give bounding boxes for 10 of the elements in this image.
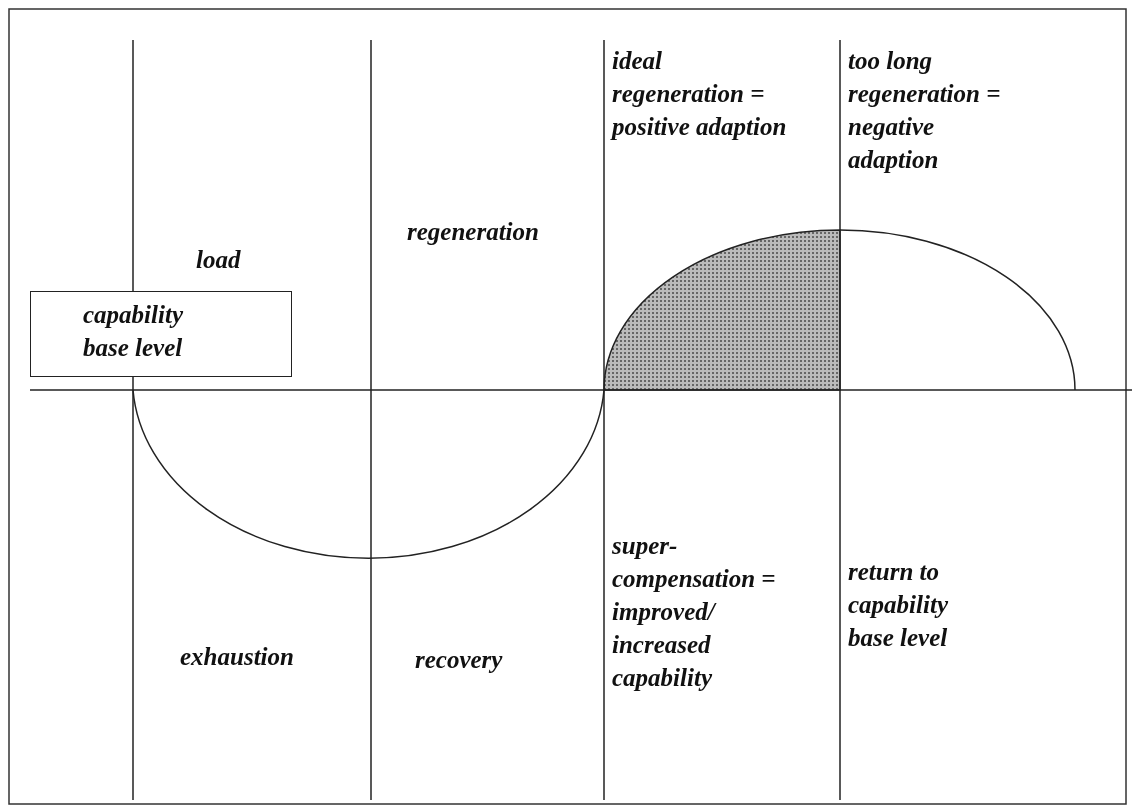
section-label: load bbox=[196, 245, 242, 275]
label-box bbox=[30, 291, 292, 377]
section-label: regeneration bbox=[407, 217, 540, 247]
section-label: return to capability base level bbox=[848, 557, 949, 653]
section-label: super-compensation = improved/ increased capability bbox=[612, 531, 777, 693]
box-label: capability base level bbox=[83, 300, 184, 363]
section-label: ideal regeneration = positive adaption bbox=[612, 46, 787, 142]
section-label: too long regeneration = negative adaption bbox=[848, 46, 1002, 175]
section-label: exhaustion bbox=[180, 642, 295, 672]
section-label: recovery bbox=[415, 645, 504, 675]
